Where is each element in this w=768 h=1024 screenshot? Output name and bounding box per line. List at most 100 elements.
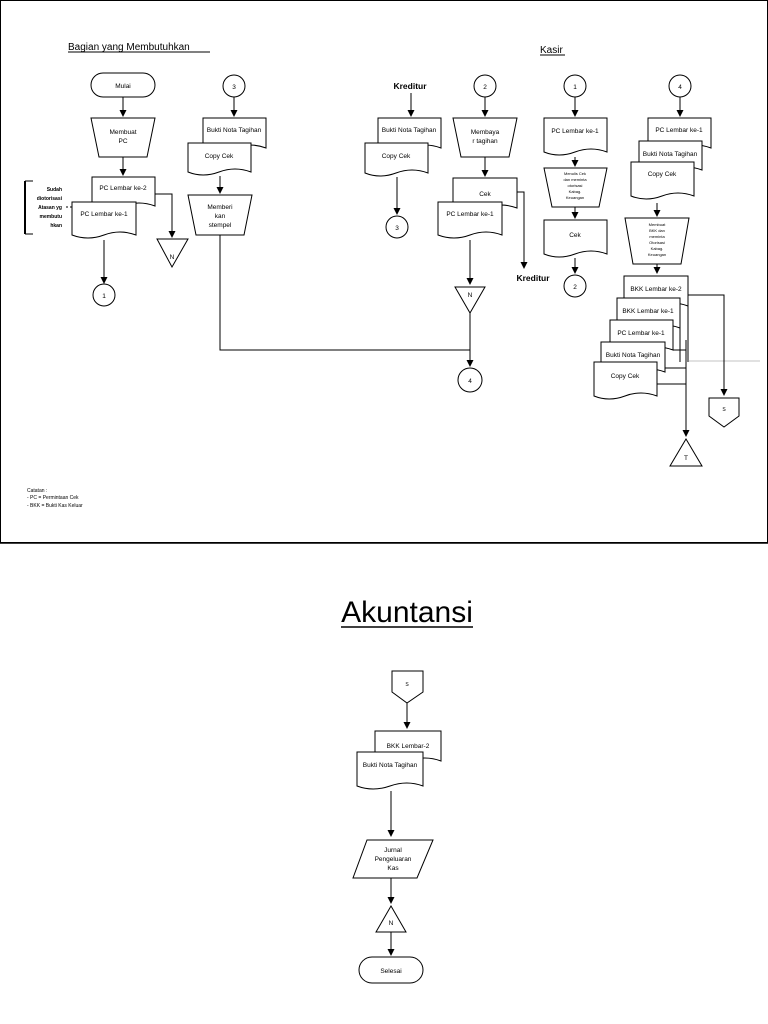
note-line-1: Sudah: [47, 187, 62, 193]
menulis-line1: Menulis Cek: [564, 171, 586, 176]
copy-cek-kasir-label: Copy Cek: [648, 171, 677, 178]
connector-offpage-s-akuntansi: S: [391, 670, 424, 704]
parallelogram-jurnal: Jurnal Pengeluaran Kas: [352, 839, 434, 879]
kreditur-label-top: Kreditur: [393, 81, 427, 91]
menulis-line2: dan meminta: [563, 177, 587, 182]
jurnal-line2: Pengeluaran: [375, 856, 412, 863]
connector-2-kasir: 2: [563, 274, 587, 298]
document-pc-lembar-1: PC Lembar ke-1: [71, 201, 137, 239]
connector-4-bottom: 4: [457, 367, 483, 393]
connector-4-kasir-label: 4: [678, 84, 682, 91]
bkk2-akuntansi-label: BKK Lembar-2: [387, 743, 430, 750]
catatan-line-2: - PC = Permintaan Cek: [27, 495, 79, 501]
end-terminator: Selesai: [358, 956, 424, 984]
manual-membuat-pc-line2: PC: [118, 138, 127, 145]
pc1-kasir-label: PC Lembar ke-1: [551, 128, 599, 135]
connector-1-left: 1: [92, 283, 116, 307]
file-n-left: N: [156, 238, 189, 269]
copy-cek-left-label: Copy Cek: [205, 153, 234, 160]
membayar-line2: r tagihan: [472, 138, 498, 145]
bukti-nota-akuntansi-label: Bukti Nota Tagihan: [363, 762, 418, 769]
note-line-4: membutu: [40, 214, 63, 220]
start-terminator: Mulai: [90, 72, 156, 98]
offpage-s-akuntansi-label: S: [405, 682, 409, 688]
menulis-line3: otorisasi: [568, 183, 583, 188]
manual-stempel: Memberi kan stempel: [187, 194, 253, 236]
file-n-kreditur: N: [454, 286, 486, 315]
membuat-bkk-line6: Keuangan: [648, 252, 666, 257]
cek-kreditur-label: Cek: [479, 191, 491, 198]
connector-3-top-label: 3: [232, 84, 236, 91]
file-t-kasir: T: [669, 438, 703, 467]
catatan-line-3: - BKK = Bukti Kas Keluar: [27, 503, 83, 509]
connector-4-kasir: 4: [668, 74, 692, 98]
jurnal-line1: Jurnal: [384, 847, 402, 854]
document-pc-lembar-1-kreditur: PC Lembar ke-1: [437, 201, 503, 239]
membuat-bkk-line2: BKK dan: [649, 228, 665, 233]
menulis-line5: Keuangan: [566, 195, 584, 200]
pc1c-kasir-label: PC Lembar ke-1: [617, 330, 665, 337]
file-n-akuntansi: N: [375, 904, 407, 933]
document-copy-cek-kreditur: Copy Cek: [364, 142, 429, 177]
file-n-left-label: N: [170, 254, 175, 261]
membayar-line1: Membaya: [471, 129, 500, 136]
bkk2-label: BKK Lembar ke-2: [630, 286, 682, 293]
connector-4-bottom-label: 4: [468, 378, 472, 385]
catatan-notes: Catatan : - PC = Permintaan Cek - BKK = …: [27, 488, 83, 509]
connector-3-top: 3: [222, 74, 246, 98]
start-label: Mulai: [115, 83, 131, 90]
pc-lembar-2-label: PC Lembar ke-2: [99, 185, 147, 192]
bukti-nota-kasir-label: Bukti Nota Tagihan: [643, 151, 698, 158]
stempel-line1: Memberi: [207, 204, 232, 211]
kreditur-label-right: Kreditur: [516, 273, 550, 283]
authorization-note: Sudah diotorisasi Atasan yg membutu hkan: [24, 180, 65, 235]
pc-lembar-1-label: PC Lembar ke-1: [80, 211, 128, 218]
stempel-line2: kan: [215, 213, 226, 220]
document-copy-cek-kasir-b: Copy Cek: [593, 361, 658, 400]
manual-membuat-pc: Membuat PC: [90, 117, 156, 158]
connector-3-kreditur: 3: [385, 215, 409, 239]
end-label: Selesai: [380, 968, 401, 975]
document-pc-lembar-1-kasir: PC Lembar ke-1: [543, 117, 608, 156]
connector-1-kasir-label: 1: [573, 84, 577, 91]
file-t-kasir-label: T: [684, 455, 688, 462]
membuat-bkk-line5: Kabag.: [651, 246, 664, 251]
connector-2-top-label: 2: [483, 84, 487, 91]
note-line-2: diotorisasi: [37, 196, 63, 202]
document-cek-kasir: Cek: [543, 219, 608, 258]
bukti-nota-kasir-b-label: Bukti Nota Tagihan: [606, 352, 661, 359]
document-copy-cek-left: Copy Cek: [187, 142, 252, 176]
note-line-5: hkan: [50, 223, 62, 229]
file-n-akuntansi-label: N: [389, 920, 394, 927]
pc1b-kasir-label: PC Lembar ke-1: [655, 127, 703, 134]
heading-bagian: Bagian yang Membutuhkan: [68, 42, 190, 53]
heading-kasir: Kasir: [540, 45, 563, 56]
copy-cek-kasir-b-label: Copy Cek: [611, 373, 640, 380]
jurnal-line3: Kas: [387, 865, 399, 872]
copy-cek-kreditur-label: Copy Cek: [382, 153, 411, 160]
manual-membuat-pc-line1: Membuat: [109, 129, 136, 136]
membuat-bkk-line4: Otorisasi: [649, 240, 665, 245]
connector-offpage-s-kasir: S: [708, 397, 740, 428]
catatan-line-1: Catatan :: [27, 488, 47, 494]
membuat-bkk-line3: meminta: [649, 234, 665, 239]
connector-2-kasir-label: 2: [573, 284, 577, 291]
connector-3-kreditur-label: 3: [395, 225, 399, 232]
pc1-kreditur-label: PC Lembar ke-1: [446, 211, 494, 218]
menulis-line4: Kabag.: [569, 189, 582, 194]
manual-membuat-bkk: Membuat BKK dan meminta Otorisasi Kabag.…: [624, 217, 690, 265]
document-copy-cek-kasir: Copy Cek: [630, 161, 695, 200]
manual-menulis-cek: Menulis Cek dan meminta otorisasi Kabag.…: [543, 167, 608, 208]
file-n-kreditur-label: N: [468, 292, 473, 299]
connector-1-left-label: 1: [102, 293, 106, 300]
manual-membayar-tagihan: Membaya r tagihan: [452, 117, 518, 158]
akuntansi-title: Akuntansi: [341, 596, 473, 629]
cek-kasir-label: Cek: [569, 232, 581, 239]
connector-2-top: 2: [473, 74, 497, 98]
membuat-bkk-line1: Membuat: [649, 222, 667, 227]
connector-1-kasir: 1: [563, 74, 587, 98]
stempel-line3: stempel: [209, 222, 232, 229]
offpage-s-kasir-label: S: [722, 407, 726, 413]
bkk1-label: BKK Lembar ke-1: [622, 308, 674, 315]
note-line-3: Atasan yg: [38, 205, 62, 211]
